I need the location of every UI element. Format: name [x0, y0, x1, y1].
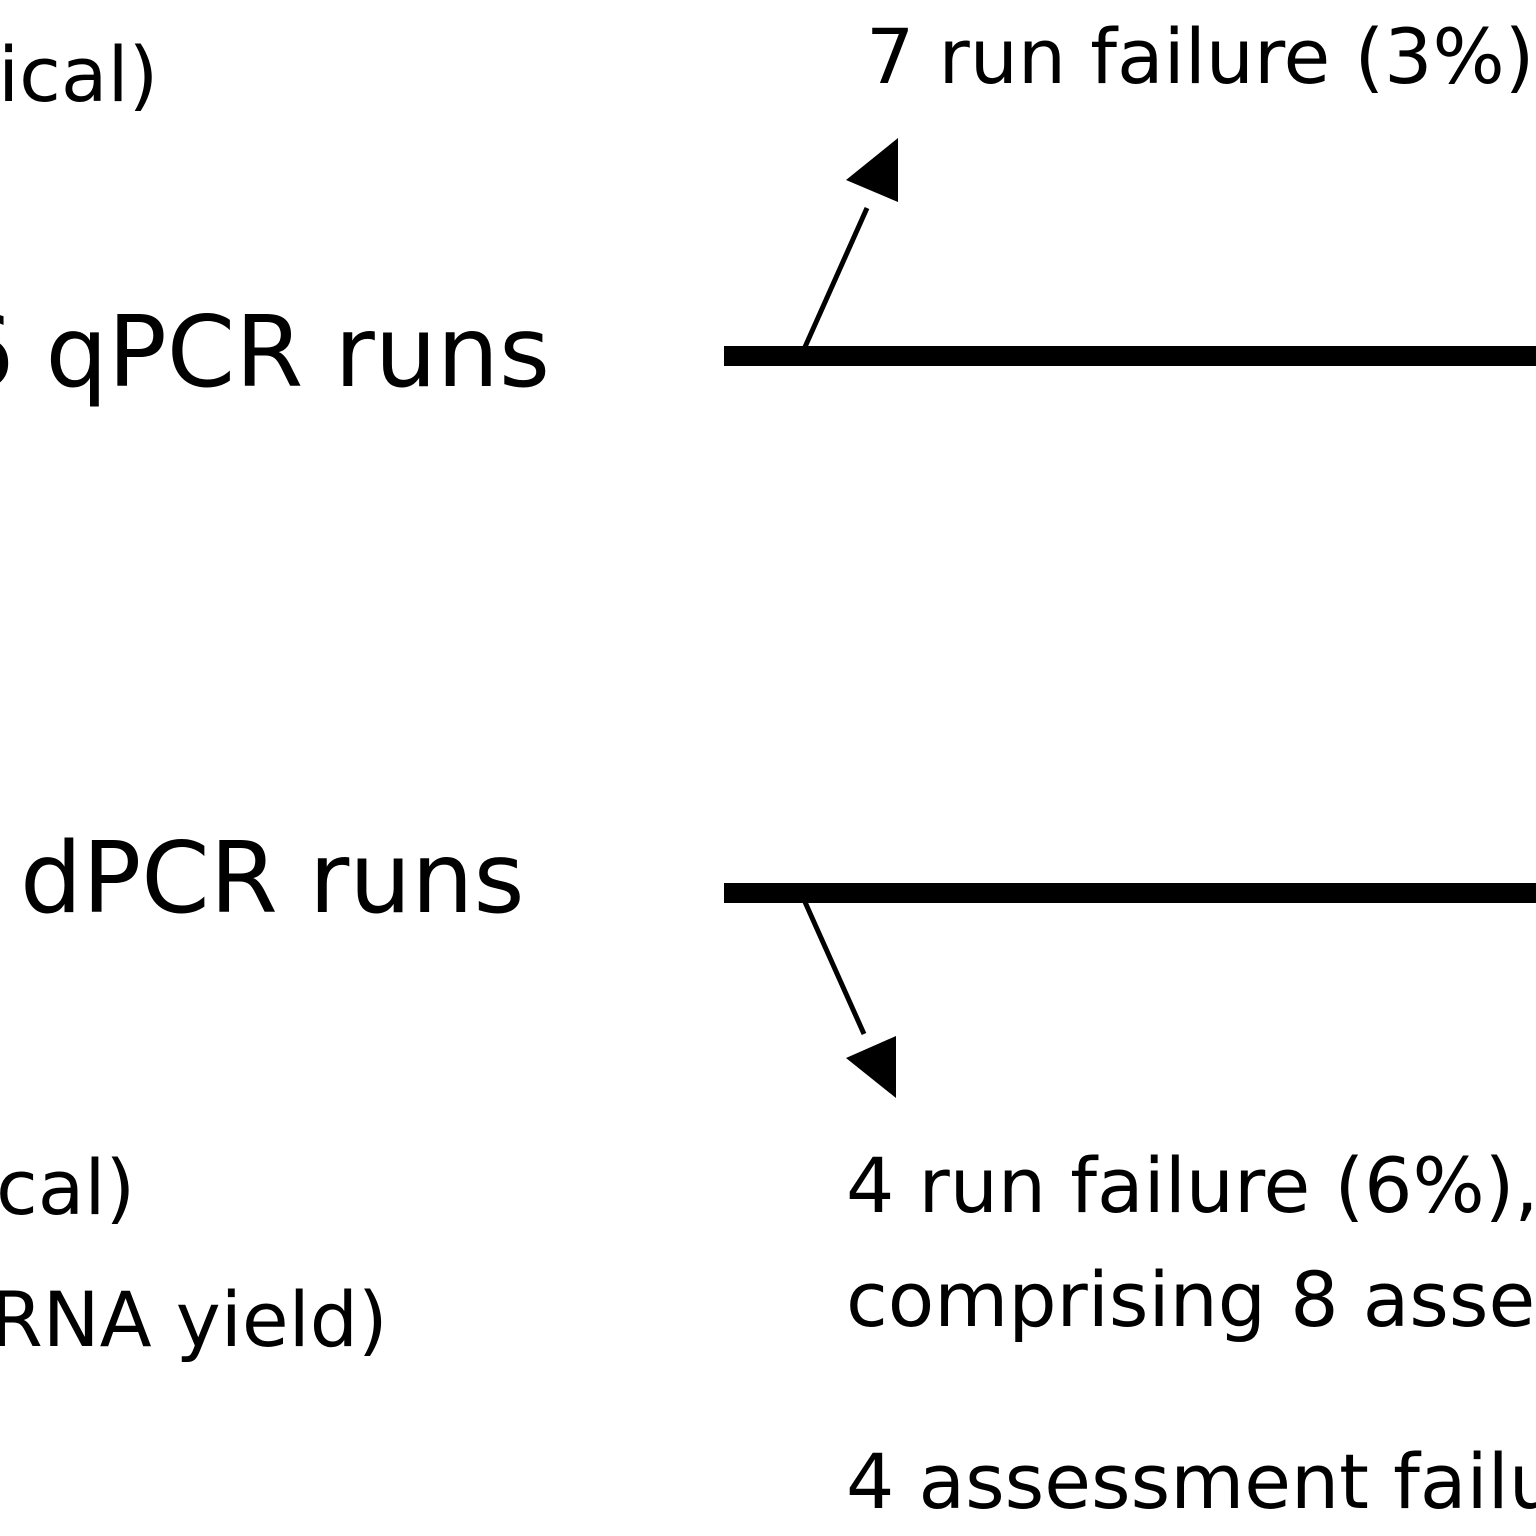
qpcr-runs-label: 6 qPCR runs — [0, 296, 551, 410]
qpcr-failure-arrow-shaft — [802, 206, 870, 349]
mid-left-fragment-label: cal) — [0, 1143, 136, 1232]
qpcr-failure-arrowhead — [846, 138, 898, 202]
dpcr-failure-arrowhead — [846, 1036, 896, 1098]
dpcr-comprising-label: comprising 8 asse — [846, 1255, 1536, 1344]
top-left-fragment-label: ical) — [0, 30, 159, 119]
dpcr-run-failure-label: 4 run failure (6%), — [846, 1141, 1536, 1230]
assessment-failure-label: 4 assessment failu — [846, 1437, 1536, 1526]
lower-left-fragment-label: RNA yield) — [0, 1275, 388, 1364]
dpcr-failure-arrow-shaft — [802, 900, 867, 1036]
dpcr-runs-label: dPCR runs — [20, 822, 525, 936]
qpcr-run-failure-label: 7 run failure (3%) — [866, 12, 1535, 101]
